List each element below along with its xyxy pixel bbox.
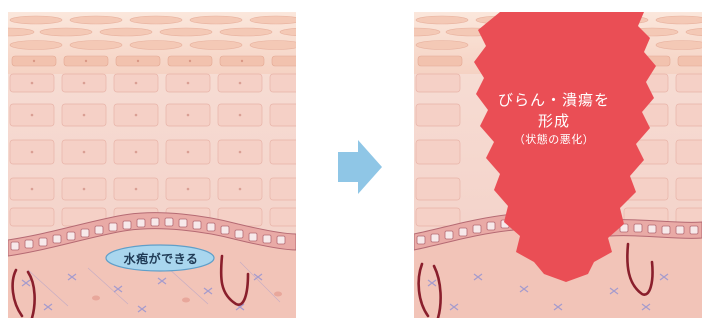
skin-after-panel: びらん・潰瘍を 形成 （状態の悪化） <box>414 12 702 318</box>
ulcer-label-line2: 形成 <box>464 111 644 132</box>
ulcer-label-line1: びらん・潰瘍を <box>464 90 644 111</box>
progression-arrow <box>336 138 384 196</box>
skin-cross-section-after <box>414 12 702 318</box>
blister-label: 水疱ができる <box>106 243 216 273</box>
ulcer-label-line3: （状態の悪化） <box>464 132 644 148</box>
ulcer-label: びらん・潰瘍を 形成 （状態の悪化） <box>464 90 644 148</box>
skin-before-panel: 水疱ができる <box>8 12 296 318</box>
stratum-corneum <box>8 12 296 74</box>
